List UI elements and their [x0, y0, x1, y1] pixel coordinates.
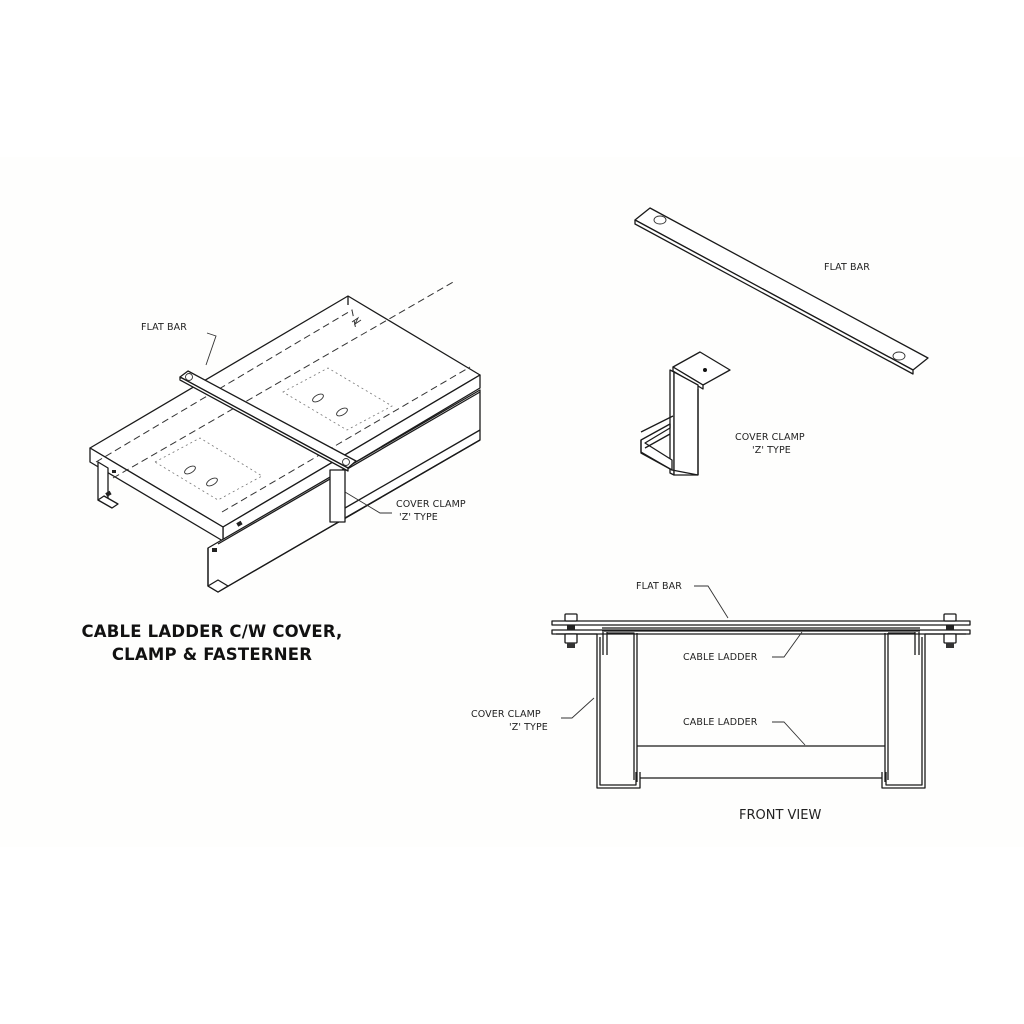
label-cover-clamp-part: COVER CLAMP	[735, 432, 805, 443]
parts-detail: FLAT BAR COVER CLAMP 'Z' TYPE	[634, 207, 929, 476]
isometric-assembly: FLAT BAR COVER CLAMP 'Z' TYPE	[89, 280, 481, 593]
z-clamp	[329, 469, 346, 523]
bolt-right-icon	[943, 613, 957, 648]
bolt-left-icon	[564, 613, 578, 648]
label-z-type: 'Z' TYPE	[399, 512, 438, 523]
label-z-type-part: 'Z' TYPE	[752, 445, 791, 456]
label-cable-ladder-bottom: CABLE LADDER	[683, 717, 758, 728]
flat-bar-part	[634, 207, 929, 371]
front-flat-bar	[551, 620, 971, 626]
front-view: FLAT BAR CABLE LADDER CABLE LADDER COVER…	[471, 581, 971, 823]
label-front-z-type: 'Z' TYPE	[509, 722, 548, 733]
front-view-caption: FRONT VIEW	[739, 808, 821, 823]
label-front-cover-clamp: COVER CLAMP	[471, 709, 541, 720]
label-front-flat-bar: FLAT BAR	[636, 581, 682, 592]
label-flat-bar-part: FLAT BAR	[824, 262, 870, 273]
label-flat-bar: FLAT BAR	[141, 322, 187, 333]
drawing-title: CABLE LADDER C/W COVER, CLAMP & FASTERNE…	[62, 620, 362, 666]
label-cover-clamp: COVER CLAMP	[396, 499, 466, 510]
label-cable-ladder-top: CABLE LADDER	[683, 652, 758, 663]
title-line-1: CABLE LADDER C/W COVER,	[81, 622, 343, 641]
title-line-2: CLAMP & FASTERNER	[111, 645, 313, 664]
